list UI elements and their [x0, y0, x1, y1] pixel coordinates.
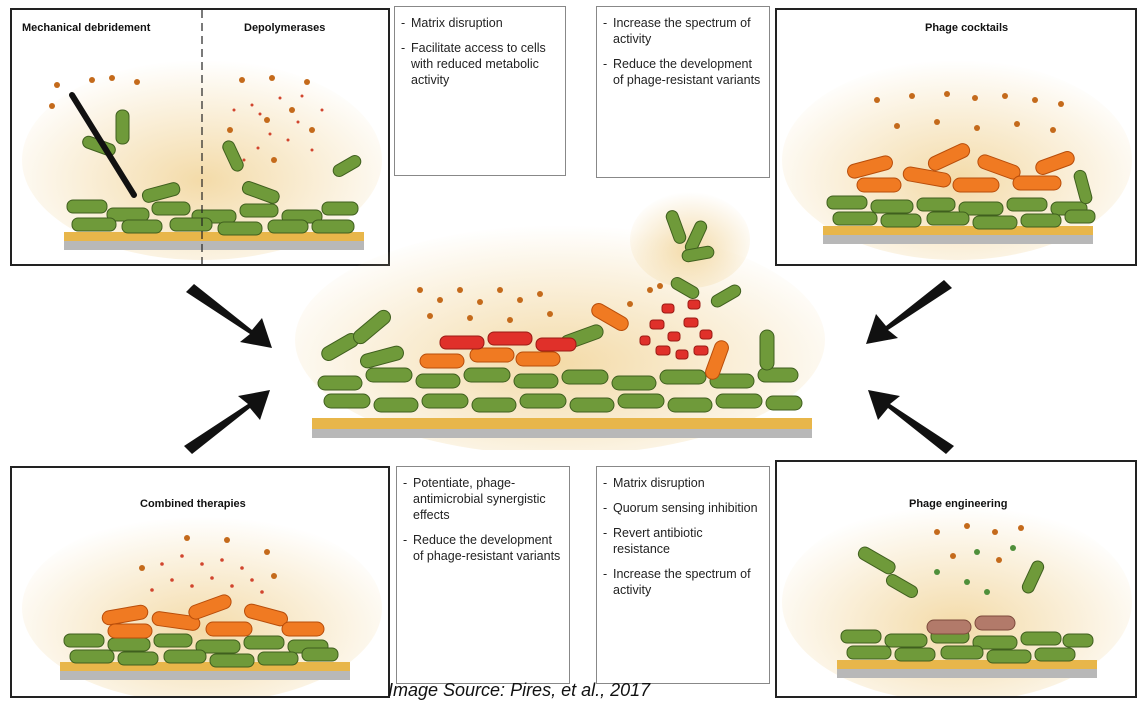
panel-title-engineering: Phage engineering	[909, 498, 1007, 510]
arrow-from-bottom-right	[860, 386, 960, 456]
panel-title-combined: Combined therapies	[140, 498, 246, 510]
note-item: -Matrix disruption	[401, 15, 559, 31]
note-item: -Facilitate access to cells with reduced…	[401, 40, 559, 88]
arrow-from-bottom-left	[178, 386, 278, 456]
note-item: -Increase the spectrum of activity	[603, 566, 763, 598]
panel-title-mechanical: Mechanical debridement	[22, 22, 150, 34]
note-item: -Potentiate, phage-antimicrobial synergi…	[403, 475, 563, 523]
arrow-icon	[868, 390, 954, 454]
note-item: -Revert antibiotic resistance	[603, 525, 763, 557]
engineering-notes-box: -Matrix disruption -Quorum sensing inhib…	[596, 466, 770, 684]
combined-therapies-panel: Combined therapies	[10, 466, 390, 698]
arrow-from-top-right	[858, 278, 958, 348]
note-item: -Quorum sensing inhibition	[603, 500, 763, 516]
arrow-from-top-left	[180, 282, 280, 352]
note-item: -Matrix disruption	[603, 475, 763, 491]
arrow-icon	[186, 284, 272, 348]
arrow-icon	[866, 280, 952, 344]
note-item: -Reduce the development of phage-resista…	[403, 532, 563, 564]
note-item: -Increase the spectrum of activity	[603, 15, 763, 47]
panel-title-cocktails: Phage cocktails	[925, 22, 1008, 34]
image-source-caption: Image Source: Pires, et al., 2017	[388, 680, 650, 701]
cocktails-notes-box: -Increase the spectrum of activity -Redu…	[596, 6, 770, 178]
arrow-icon	[184, 390, 270, 454]
note-item: -Reduce the development of phage-resista…	[603, 56, 763, 88]
depolymerases-notes-box: -Matrix disruption -Facilitate access to…	[394, 6, 566, 176]
phage-engineering-panel: Phage engineering	[775, 460, 1137, 698]
biofilm-illustration-cocktails	[777, 10, 1135, 264]
combined-notes-box: -Potentiate, phage-antimicrobial synergi…	[396, 466, 570, 684]
central-biofilm-illustration	[290, 190, 830, 450]
panel-title-depolymerases: Depolymerases	[244, 22, 325, 34]
